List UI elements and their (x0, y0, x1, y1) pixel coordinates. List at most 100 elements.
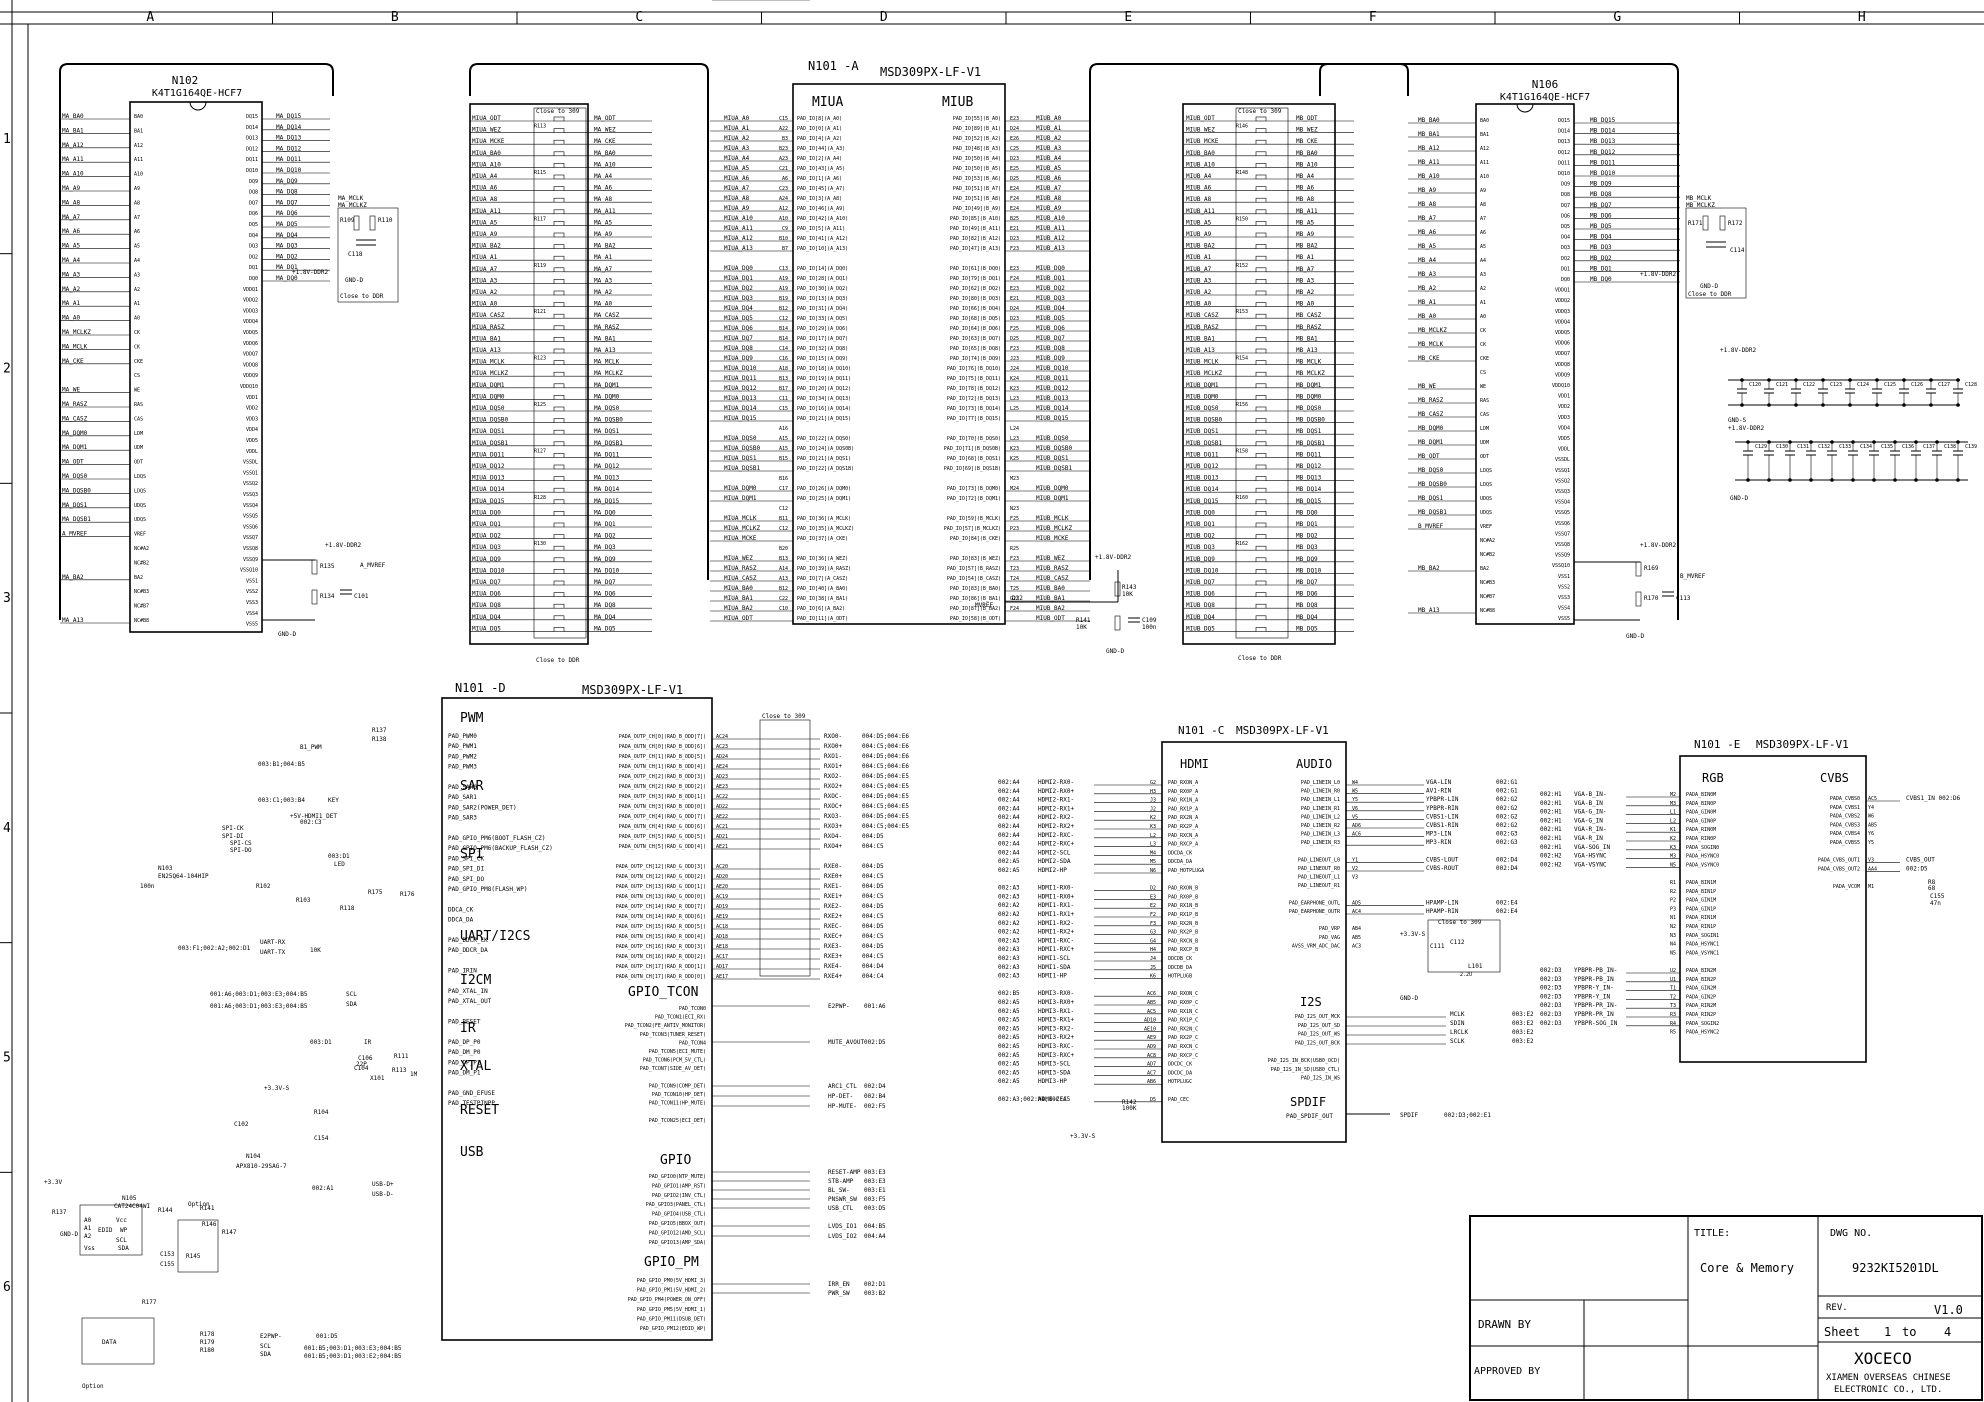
n106-left-net-20: MB_RASZ (1418, 397, 1444, 404)
n102-right-pin-21: VDDQ6 (243, 341, 258, 347)
n101e-rgb-pad-0: PADA_BIN0M (1686, 792, 1716, 798)
resnet_a-left-44: MIUA_DQ5 (472, 625, 501, 632)
n101d-left-net-31: C104 (354, 1065, 369, 1072)
n101d-left-net-2: B1_PWM (300, 744, 322, 751)
n101e-cvbs-pin-3: AB5 (1868, 822, 1877, 828)
bus-line-b-right (1319, 63, 1679, 620)
title-label: TITLE: (1694, 1228, 1730, 1239)
resnet_a-right-15: MA_A2 (594, 289, 612, 296)
n101a-right-pin-9: E24 (1010, 206, 1019, 212)
n101e-rgb-pin-25: R3 (1670, 1012, 1676, 1018)
resnet_a-left-41: MIUA_DQ6 (472, 591, 501, 598)
n101d-left-net-23: 003:F1;002:A2;002:D1 (178, 945, 251, 952)
n101d-left-net-3: 003:B1;004:B5 (258, 761, 305, 768)
n101d-left-net-32: X101 (370, 1075, 385, 1082)
n101c-audio-pin-6: AC6 (1352, 832, 1361, 838)
n101a-left-pad-19: PAD_IO[31](A_DQ4) (797, 306, 848, 312)
n101e-rgb-pin-1: M3 (1670, 801, 1676, 807)
n101a-right-pin-22: D25 (1010, 336, 1019, 342)
n101a-right-pad-41: PAD_IO[57](B_MCLKZ) (944, 526, 1001, 532)
resnet_b-right-1: MB_WEZ (1296, 127, 1318, 134)
n101d-out-pad-18: PADA_OUTN_CH[14](RAD_R_ODD[6]) (616, 914, 706, 920)
n102-left-pin-30: NC#A2 (134, 546, 149, 552)
n102-right-pin-0: DQ15 (246, 114, 258, 120)
n101a-left-net-45: MIUA_RASZ (724, 565, 757, 572)
resnet_b-left-43: MIUB_DQ4 (1186, 614, 1215, 621)
n101a-right-pin-49: F24 (1010, 606, 1019, 612)
cap-label-C125: C125 (1884, 382, 1896, 388)
n101a-mvref: MVREF (975, 602, 993, 609)
resnet-b-bottom-note: Close to DDR (1238, 655, 1282, 662)
n101c-hdmi-ref-6: 002:A4 (998, 832, 1020, 839)
n101c-hdmi-pin-26: AC5 (1147, 1009, 1156, 1015)
resnet_b-left-19: MIUB_BA1 (1186, 335, 1215, 342)
n101a-right-pin-19: D24 (1010, 306, 1019, 312)
n102-right-pin-16: VDDQ1 (243, 287, 258, 293)
resnet_b-right-40: MB_DQ7 (1296, 579, 1318, 586)
n101d-out-net-2: RXO1- (824, 753, 842, 760)
n101c-hdmi-pin-8: M4 (1150, 850, 1156, 856)
resnet_b-right-42: MB_DQ8 (1296, 602, 1318, 609)
n101e-rgb-net-0: VGA-B_IN- (1574, 791, 1607, 798)
n101a-left-pad-28: PAD_IO[34](A_DQ13) (797, 396, 851, 402)
n101e-rgb-pad-16: PADA_SOGIN1 (1686, 933, 1719, 939)
resnet_b-left-41: MIUB_DQ6 (1186, 591, 1215, 598)
n101d-out-net-5: RXO2+ (824, 783, 842, 790)
n102-left-pin-11: A3 (134, 272, 140, 278)
n102-left-net-24: MA_ODT (62, 459, 84, 466)
n106-left-net-5: MB_A9 (1418, 187, 1436, 194)
bus-line-b-left (1089, 63, 1409, 580)
n102-right-pin-6: DQ9 (249, 179, 258, 185)
n101c-hdmi-ref-15: 002:A2 (998, 911, 1020, 918)
n101a-left-net-19: MIUA_DQ4 (724, 305, 753, 312)
n101c-hdmi-ref-3: 002:A4 (998, 805, 1020, 812)
resnet_a-left-7: MIUA_A8 (472, 196, 498, 203)
n101c-audio-pin-0: W4 (1352, 780, 1358, 786)
n102-right-pin-44: VSS2 (246, 589, 258, 595)
n107-label-1: R177 (142, 1299, 157, 1306)
n101d-tcon-pad-4: PAD_TCON4 (679, 1040, 706, 1046)
n101d-gpio-net-16: PNSWR_SW (828, 1196, 857, 1203)
n101d-gpio-pm-title: GPIO_PM (644, 1255, 699, 1270)
n101a-right-net-9: MIUB_A9 (1036, 205, 1062, 212)
n106-left-net-24: MB_ODT (1418, 453, 1440, 460)
n106-left-pin-29: VREF (1480, 524, 1492, 530)
n101a-left-pad-23: PAD_IO[32](A_DQ8) (797, 346, 848, 352)
resnet_b-right-18: MB_RASZ (1296, 324, 1322, 331)
n101c-audio-ref-6: 002:G3 (1496, 831, 1518, 838)
n101a-left-pad-5: PAD_IO[43](A_A5) (797, 166, 845, 172)
resnet_b-part-0: R146 (1236, 124, 1248, 130)
n101a-right-net-34: MIUB_DQS1 (1036, 455, 1069, 462)
n106-right-pin-28: VDD3 (1558, 415, 1570, 421)
n101c-hdmi-pad-19: PAD_RXCP_B (1168, 947, 1198, 953)
frame-col-C: C (635, 10, 643, 25)
n106-right-net-12: MB_DQ3 (1590, 244, 1612, 251)
n101d-out-net-22: RXE3+ (824, 953, 842, 960)
n101c-hdmi-ref-9: 002:A5 (998, 858, 1020, 865)
n101c-rail: +3.3V-S (1400, 931, 1426, 938)
n101c-audio-pad-19: AVSS_VRM_ADC_DAC (1292, 943, 1340, 949)
n106-right-net-5: MB_DQ10 (1590, 170, 1616, 177)
n101d-out-net-7: RXOC+ (824, 803, 842, 810)
n101a-left-net-42: MIUA_MCKE (724, 535, 757, 542)
n101a-left-pin-4: A23 (779, 156, 788, 162)
n101a-right-pad-32: PAD_IO[70](B_DQS0) (947, 436, 1001, 442)
n101e-body (1679, 755, 1867, 1063)
n102-left-net-23: MA_DQM1 (62, 444, 88, 451)
n101d-out-pin-22: AC17 (716, 954, 728, 960)
n101d-out-pad-14: PADA_OUTN_CH[12](RAD_G_ODD[2]) (616, 874, 706, 880)
n101a-right-net-46: MIUB_CASZ (1036, 575, 1069, 582)
n101c-hdmi-ref-29: 002:A5 (998, 1034, 1020, 1041)
resnet_b-right-37: MB_DQ3 (1296, 544, 1318, 551)
n101a-right-net-20: MIUB_DQ5 (1036, 315, 1065, 322)
n102-mclk-net: MA_MCLK (338, 195, 364, 202)
n101a-left-net-35: MIUA_DQSB1 (724, 465, 761, 472)
n101c-hdmi-pin-12: D2 (1150, 886, 1156, 892)
n101e-rgb-pin-18: N5 (1670, 950, 1676, 956)
n101c-hdmi-ref-30: 002:A5 (998, 1043, 1020, 1050)
n102-right-pin-42: VSSQ10 (240, 568, 258, 574)
resnet_b-right-31: MB_DQ13 (1296, 475, 1322, 482)
n101e-rgb-pin-27: R5 (1670, 1030, 1676, 1036)
n101c-hdmi-pad-9: DDCDA_DA (1168, 859, 1192, 865)
